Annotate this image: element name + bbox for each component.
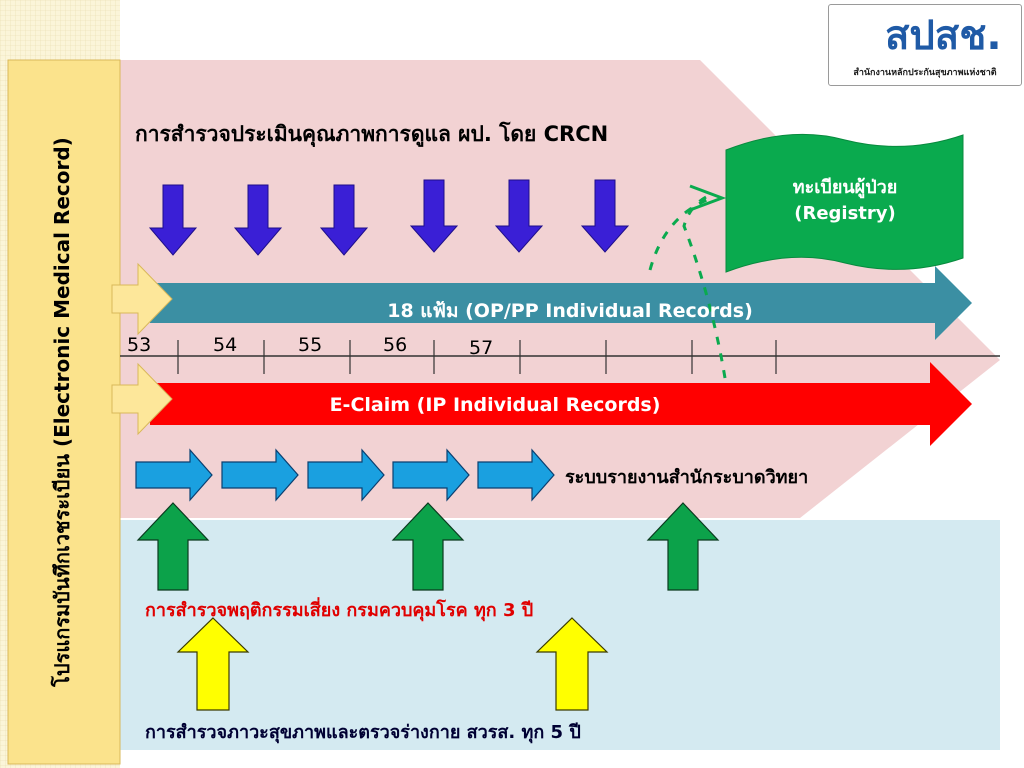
survey-crcn-label: การสำรวจประเมินคุณภาพการดูแล ผป. โดย CRC… [135,122,609,146]
small-arrow-5 [477,448,555,502]
registry-link-2 [682,194,727,379]
green-up-arrow-2 [391,502,465,591]
down-arrow-2 [233,184,283,256]
yellow-up-arrow-2 [535,617,609,711]
registry-links [648,194,727,379]
small-arrows [135,448,555,502]
survey-health-label: การสำรวจภาวะสุขภาพและตรวจร่างกาย สวรส. ท… [145,722,581,743]
band-eclaim-tab [111,362,173,436]
down-arrow-6 [580,179,630,253]
registry-line-2: (Registry) [794,203,896,224]
small-arrow-3 [307,448,385,502]
survey-risk-label: การสำรวจพฤติกรรมเสี่ยง กรมควบคุมโรค ทุก … [145,600,534,621]
down-arrow-4 [409,179,459,253]
down-arrow-5 [494,179,544,253]
band-op-tab [111,262,173,336]
down-arrows [148,179,630,256]
small-arrow-1 [135,448,213,502]
down-arrow-3 [319,184,369,256]
yellow-up-arrows [176,617,609,711]
logo-name: สปสช. [885,13,1002,59]
registry-banner [725,133,964,273]
band-op-arrow [150,266,972,340]
timeline-year-54: 54 [213,334,238,356]
epidemiology-label: ระบบรายงานสำนักระบาดวิทยา [565,467,809,488]
green-up-arrow-3 [646,502,720,591]
timeline-year-57: 57 [469,337,494,359]
green-up-arrows [136,502,720,591]
logo-subtitle: สำนักงานหลักประกันสุขภาพแห่งชาติ [853,68,997,78]
registry-link-1 [648,196,713,271]
timeline-year-53: 53 [127,334,152,356]
small-arrow-2 [221,448,299,502]
yellow-up-arrow-1 [176,617,250,711]
logo: สปสช. สำนักงานหลักประกันสุขภาพแห่งชาติ [828,4,1022,86]
timeline-year-55: 55 [298,334,323,356]
band-op-label: 18 แฟ้ม (OP/PP Individual Records) [387,300,753,322]
registry-arrowhead [689,184,727,212]
timeline-ticks [177,340,777,374]
down-arrow-1 [148,184,198,256]
green-up-arrow-1 [136,502,210,591]
small-arrow-4 [392,448,470,502]
timeline-year-56: 56 [383,334,408,356]
band-eclaim-label: E-Claim (IP Individual Records) [329,394,661,416]
registry-label: ทะเบียนผู้ป่วย (Registry) [728,175,962,227]
registry-line-1: ทะเบียนผู้ป่วย [792,177,898,198]
band-eclaim-arrow [150,362,972,446]
vertical-bar-label: โปรแกรมบันทึกเวชระเบียน (Electronic Medi… [50,137,74,687]
